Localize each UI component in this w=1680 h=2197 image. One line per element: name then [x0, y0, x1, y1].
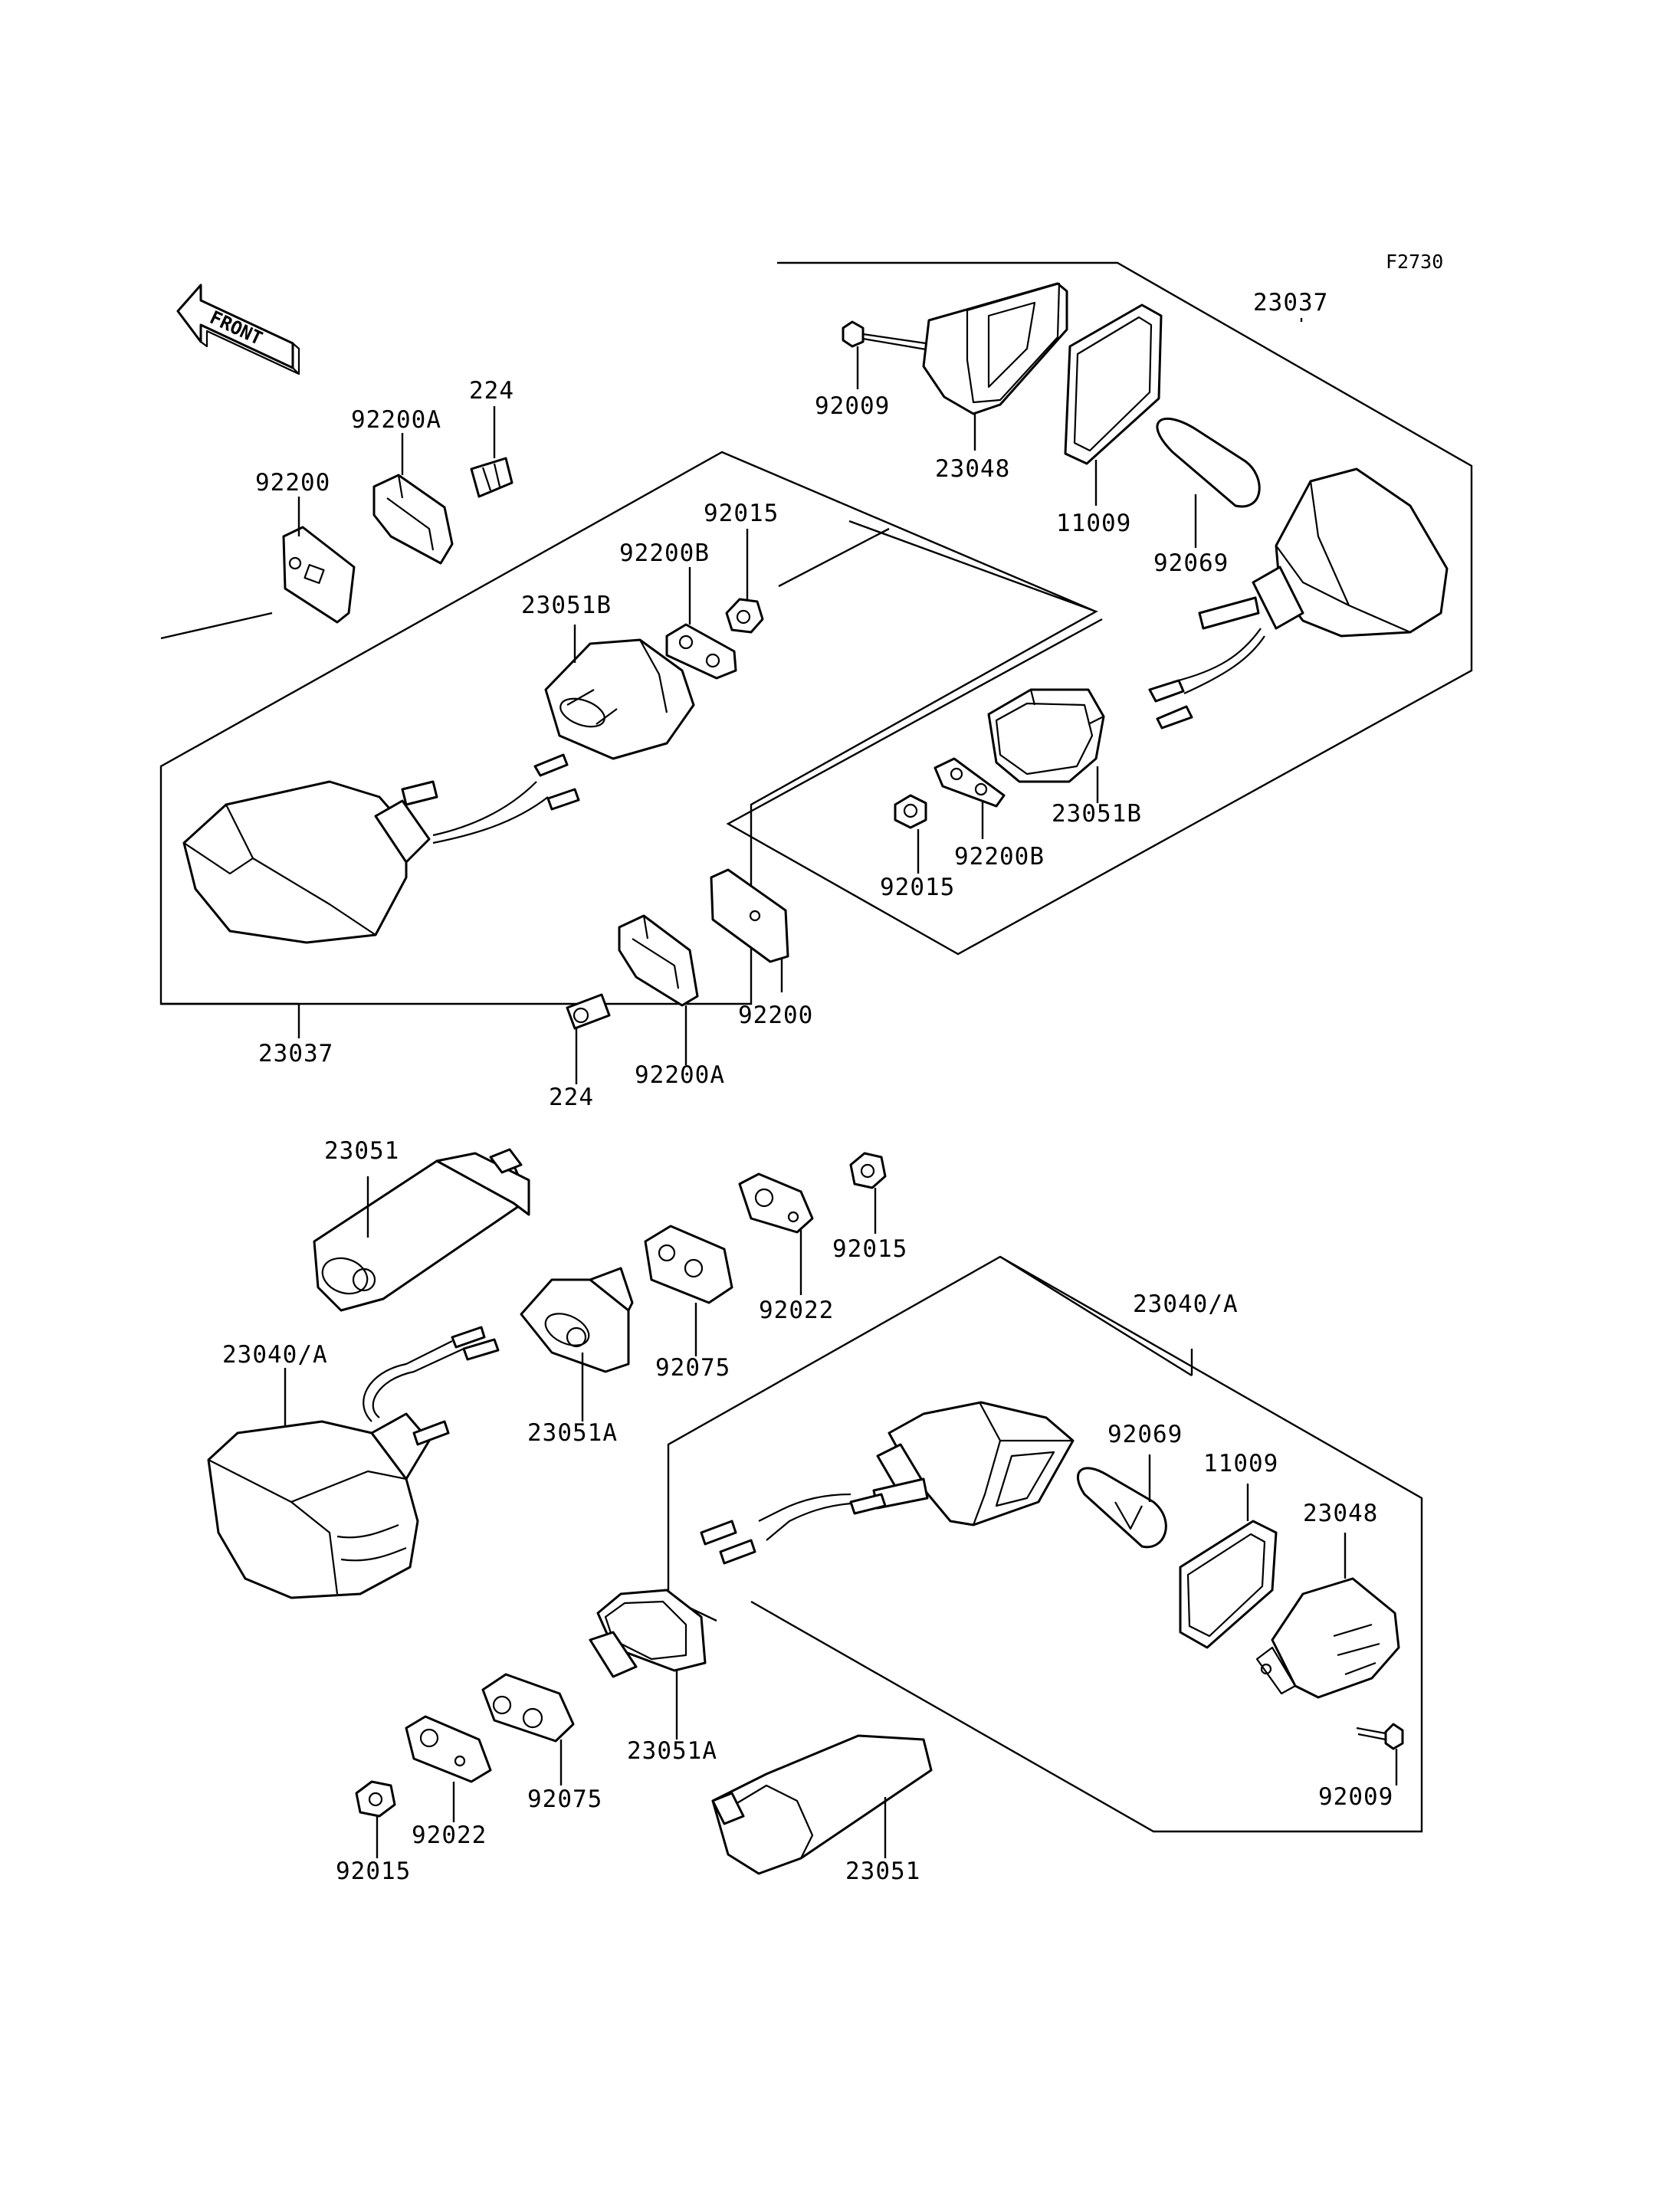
callout-labels: 23037 92009 23048 11009 92069 23051B 922… — [222, 289, 1393, 1885]
callout-label: 92069 — [1153, 549, 1229, 577]
turn-signal-group-bottom-right — [355, 1255, 1423, 1875]
callout-label: 23040/A — [222, 1341, 328, 1369]
callout-label: 92200B — [954, 843, 1045, 871]
callout-label: 23040/A — [1133, 1290, 1239, 1318]
callout-label: 92015 — [880, 874, 955, 901]
callout-label: 23051B — [521, 592, 612, 619]
front-arrow-icon: FRONT — [176, 284, 300, 375]
right-turn-signal-group-top — [726, 261, 1473, 956]
callout-label: 92009 — [815, 392, 890, 420]
callout-label: 11009 — [1056, 510, 1131, 537]
callout-label: 23051 — [845, 1858, 920, 1885]
callout-label: 23048 — [935, 455, 1010, 483]
callout-label: 92200A — [635, 1061, 725, 1089]
callout-label: 92015 — [704, 500, 779, 527]
callout-label: 224 — [469, 377, 514, 405]
callout-label: 92200 — [738, 1002, 813, 1029]
callout-label: 23037 — [258, 1040, 333, 1067]
callout-label: 92009 — [1318, 1783, 1393, 1811]
callout-label: 23051A — [527, 1419, 618, 1447]
callout-label: 92075 — [527, 1785, 602, 1813]
callout-label: 23051 — [324, 1137, 399, 1165]
callout-label: 92200 — [255, 469, 330, 497]
callout-label: 23037 — [1253, 289, 1328, 316]
callout-label: 23051A — [627, 1737, 717, 1765]
callout-label: 224 — [549, 1084, 594, 1111]
callout-label: 92022 — [412, 1822, 487, 1849]
front-label: FRONT — [206, 307, 265, 349]
turn-signal-group-bottom-left — [207, 1148, 887, 1599]
callout-label: 92075 — [655, 1354, 730, 1382]
callout-label: 23051B — [1052, 800, 1142, 828]
figure-code: F2730 — [1386, 251, 1443, 273]
callout-label: 11009 — [1203, 1450, 1278, 1477]
left-turn-signal-group-top — [159, 406, 1098, 1084]
callout-label: 92015 — [336, 1858, 411, 1885]
callout-label: 92069 — [1107, 1421, 1183, 1448]
callout-label: 92015 — [832, 1235, 907, 1263]
callout-label: 92022 — [759, 1297, 834, 1324]
callout-label: 23048 — [1303, 1500, 1378, 1527]
callout-label: 92200A — [351, 406, 441, 434]
callout-label: 92200B — [619, 539, 710, 567]
